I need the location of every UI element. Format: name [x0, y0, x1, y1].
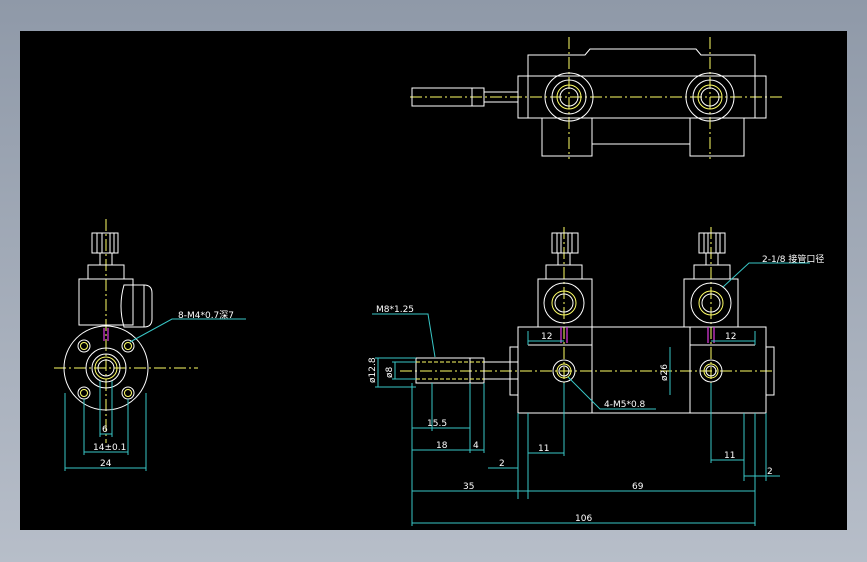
- left-bolt-hole: [77, 339, 91, 353]
- dim-6: 6: [102, 425, 108, 435]
- left-valve-block: [78, 278, 134, 326]
- front-left-adjust-knob: [551, 232, 579, 254]
- front-right-valve: [683, 278, 739, 328]
- top-right-port: [685, 72, 735, 122]
- dim-2-right: 2: [767, 467, 773, 477]
- rod-thread-leader: [372, 313, 436, 358]
- left-end-view: 8-M4*0.7深7 6 14±0.1 24: [54, 219, 246, 471]
- dim-69: 69: [632, 482, 644, 492]
- dim-106: 106: [575, 514, 592, 524]
- left-bolt-hole: [121, 386, 135, 400]
- dim-12-8: ø12.8: [368, 357, 378, 383]
- top-body-upper: [527, 48, 756, 76]
- dim-14: 14±0.1: [93, 443, 126, 453]
- dim-12-left: 12: [541, 332, 552, 342]
- left-flange: [63, 325, 149, 411]
- front-side-hole-left: [552, 359, 576, 383]
- dim-4: 4: [473, 441, 479, 451]
- dim-18: 18: [436, 441, 448, 451]
- dim-11-right: 11: [724, 451, 735, 461]
- cad-drawing: 8-M4*0.7深7 6 14±0.1 24: [54, 37, 824, 526]
- side-holes-leader: [567, 376, 656, 410]
- top-right-fitting-base: [689, 117, 745, 157]
- front-left-valve: [537, 278, 593, 328]
- top-left-fitting-base: [541, 117, 593, 157]
- screw-holes-label: 8-M4*0.7深7: [178, 310, 234, 321]
- dim-12-right: 12: [725, 332, 736, 342]
- front-view: 2-1/8 接管口径 M8*1.25 4-M5*0.8 12 12 ø12.8: [368, 227, 824, 526]
- front-side-hole-right: [699, 359, 723, 383]
- left-bolt-hole: [121, 339, 135, 353]
- rod-thread-label: M8*1.25: [376, 305, 414, 315]
- screw-holes-leader: [129, 318, 246, 343]
- port-thread-leader: [722, 262, 810, 288]
- dim-26: ø26: [660, 364, 670, 381]
- drawing-canvas: 8-M4*0.7深7 6 14±0.1 24: [20, 31, 847, 530]
- dim-15-5: 15.5: [427, 419, 447, 429]
- side-holes-label: 4-M5*0.8: [604, 400, 646, 410]
- left-bolt-hole: [77, 386, 91, 400]
- dim-11-left: 11: [538, 444, 549, 454]
- dim-24: 24: [100, 459, 112, 469]
- front-right-adjust-knob: [698, 232, 726, 254]
- dim-2-left: 2: [499, 459, 505, 469]
- port-thread-label: 2-1/8 接管口径: [762, 253, 824, 265]
- dim-8: ø8: [385, 366, 395, 378]
- top-left-port: [544, 72, 594, 122]
- dim-35: 35: [463, 482, 474, 492]
- top-view: [410, 37, 782, 159]
